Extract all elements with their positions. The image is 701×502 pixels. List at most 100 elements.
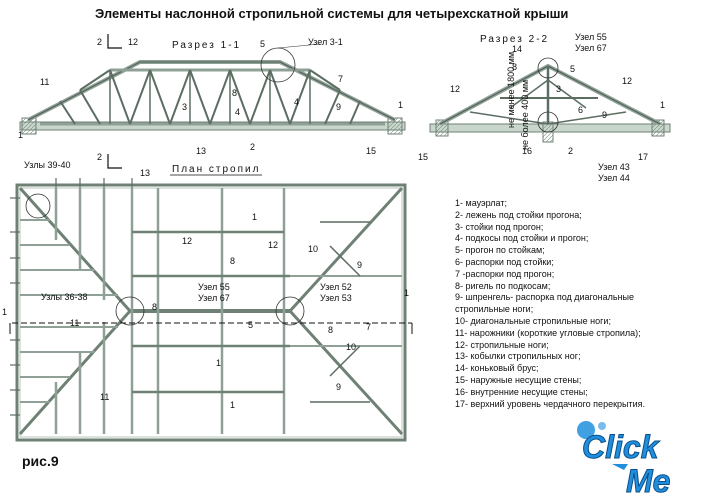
svg-text:7: 7 — [338, 74, 343, 84]
legend-item: 4- подкосы под стойки и прогон; — [455, 233, 589, 244]
node-52-plan-callout — [275, 296, 305, 326]
svg-text:10: 10 — [346, 342, 356, 352]
section-1-1 — [19, 43, 406, 135]
svg-text:1: 1 — [660, 100, 665, 110]
svg-text:12: 12 — [182, 236, 192, 246]
legend-item: 7 -распорки под прогон; — [455, 268, 555, 279]
svg-text:4: 4 — [294, 97, 299, 107]
cut-label-1a: 1 — [2, 307, 7, 317]
svg-text:8: 8 — [512, 62, 517, 72]
outer-wall-2-left — [435, 119, 449, 137]
node-label-67: Узел 67 — [575, 43, 607, 53]
svg-text:1: 1 — [398, 100, 403, 110]
svg-text:8: 8 — [230, 256, 235, 266]
section-1-title: Разрез 1-1 — [172, 40, 241, 51]
dim-400: не более 400 мм — [520, 80, 530, 150]
node-label-44: Узел 44 — [598, 173, 630, 183]
node-55-plan-callout — [115, 296, 145, 326]
legend-item: 10- диагональные стропильные ноги; — [455, 315, 611, 326]
svg-text:11: 11 — [70, 318, 79, 328]
svg-text:12: 12 — [128, 37, 138, 47]
svg-text:12: 12 — [450, 84, 460, 94]
section-2-2 — [429, 57, 671, 143]
cut-label-1b: 1 — [404, 288, 409, 298]
cut-label-2b: 2 — [97, 152, 102, 162]
cut-mark-2-top — [107, 34, 122, 169]
section-2-title: Разрез 2-2 — [480, 34, 549, 45]
jack-rafters — [20, 219, 402, 403]
legend-item: 2- лежень под стойки прогона; — [455, 209, 582, 220]
cut-line-1-1 — [9, 322, 413, 334]
svg-text:9: 9 — [336, 382, 341, 392]
svg-text:3: 3 — [556, 84, 561, 94]
svg-text:13: 13 — [140, 168, 150, 178]
legend-item: 13- кобылки стропильных ног; — [455, 351, 581, 362]
plan-node-67: Узел 67 — [198, 293, 230, 303]
svg-text:8: 8 — [152, 302, 157, 312]
svg-text:15: 15 — [418, 152, 428, 162]
legend-item: 15- наружные несущие стены; — [455, 374, 582, 385]
svg-text:5: 5 — [570, 64, 575, 74]
node-label-55: Узел 55 — [575, 32, 607, 42]
section-1-numbers: 12 5 11 3 8 4 7 9 4 2 13 15 1 1 — [18, 37, 403, 156]
node-label-3-1: Узел 3-1 — [308, 37, 343, 47]
legend-item: 8- ригель по подкосам; — [455, 280, 551, 291]
svg-text:4: 4 — [235, 107, 240, 117]
plan-node-52: Узел 52 — [320, 282, 352, 292]
legend-item: 16- внутренние несущие стены; — [455, 386, 588, 397]
legend-item: 5- прогон по стойкам; — [455, 245, 545, 256]
legend-item: 17- верхний уровень чердачного перекрыти… — [455, 398, 646, 409]
truss-web — [59, 69, 361, 125]
ceiling-level-1 — [19, 121, 406, 131]
svg-text:5: 5 — [248, 320, 253, 330]
legend-item: 11- нарожники (короткие угловые стропила… — [455, 327, 641, 338]
svg-text:9: 9 — [602, 110, 607, 120]
dim-1800: не менее 1800 мм — [506, 52, 516, 128]
svg-text:2: 2 — [568, 146, 573, 156]
plan-title: План стропил — [172, 164, 260, 175]
svg-text:1: 1 — [18, 130, 23, 140]
node-55-callout — [537, 57, 559, 79]
outer-wall-right — [387, 117, 403, 135]
cut-label-2a: 2 — [97, 37, 102, 47]
figure-label: рис.9 — [22, 453, 59, 469]
click-me-logo[interactable]: Click Me — [572, 418, 694, 496]
node-label-39-40: Узлы 39-40 — [24, 160, 70, 170]
cursor-icon — [612, 464, 628, 470]
plan-numbers: 13 1 12 12 10 9 8 8 5 7 8 10 1 11 9 1 11 — [70, 168, 371, 410]
svg-text:11: 11 — [100, 392, 109, 402]
svg-text:1: 1 — [216, 358, 221, 368]
legend-item: 1- мауэрлат; — [455, 198, 507, 208]
svg-text:11: 11 — [40, 77, 49, 87]
diagram-title: Элементы наслонной стропильной системы д… — [95, 6, 569, 21]
rafter-plan — [10, 178, 407, 442]
svg-text:14: 14 — [512, 44, 522, 54]
outer-wall-2-right — [651, 119, 665, 137]
svg-text:9: 9 — [336, 102, 341, 112]
legend-item: 12- стропильные ноги; — [455, 339, 549, 350]
svg-text:2: 2 — [250, 142, 255, 152]
svg-text:7: 7 — [366, 322, 371, 332]
svg-text:17: 17 — [638, 152, 648, 162]
svg-text:16: 16 — [522, 146, 532, 156]
svg-text:12: 12 — [268, 240, 278, 250]
node-label-43: Узел 43 — [598, 162, 630, 172]
svg-text:8: 8 — [232, 88, 237, 98]
svg-text:5: 5 — [260, 39, 265, 49]
plan-node-55: Узел 55 — [198, 282, 230, 292]
diagonal-struts — [310, 221, 370, 403]
logo-line2: Me — [626, 463, 670, 496]
node-label-36-38: Узлы 36-38 — [41, 292, 87, 302]
svg-text:15: 15 — [366, 146, 376, 156]
plan-node-53: Узел 53 — [320, 293, 352, 303]
svg-text:9: 9 — [357, 260, 362, 270]
node-43-callout — [537, 111, 559, 133]
svg-text:6: 6 — [578, 105, 583, 115]
svg-text:8: 8 — [328, 325, 333, 335]
section-2-numbers: 14 8 5 3 12 12 6 9 1 15 16 2 17 — [418, 44, 665, 162]
hip-rafters — [18, 186, 404, 436]
svg-text:1: 1 — [252, 212, 257, 222]
legend-item: 6- распорки под стойки; — [455, 256, 554, 267]
legend-item: 3- стойки под прогон; — [455, 221, 544, 232]
